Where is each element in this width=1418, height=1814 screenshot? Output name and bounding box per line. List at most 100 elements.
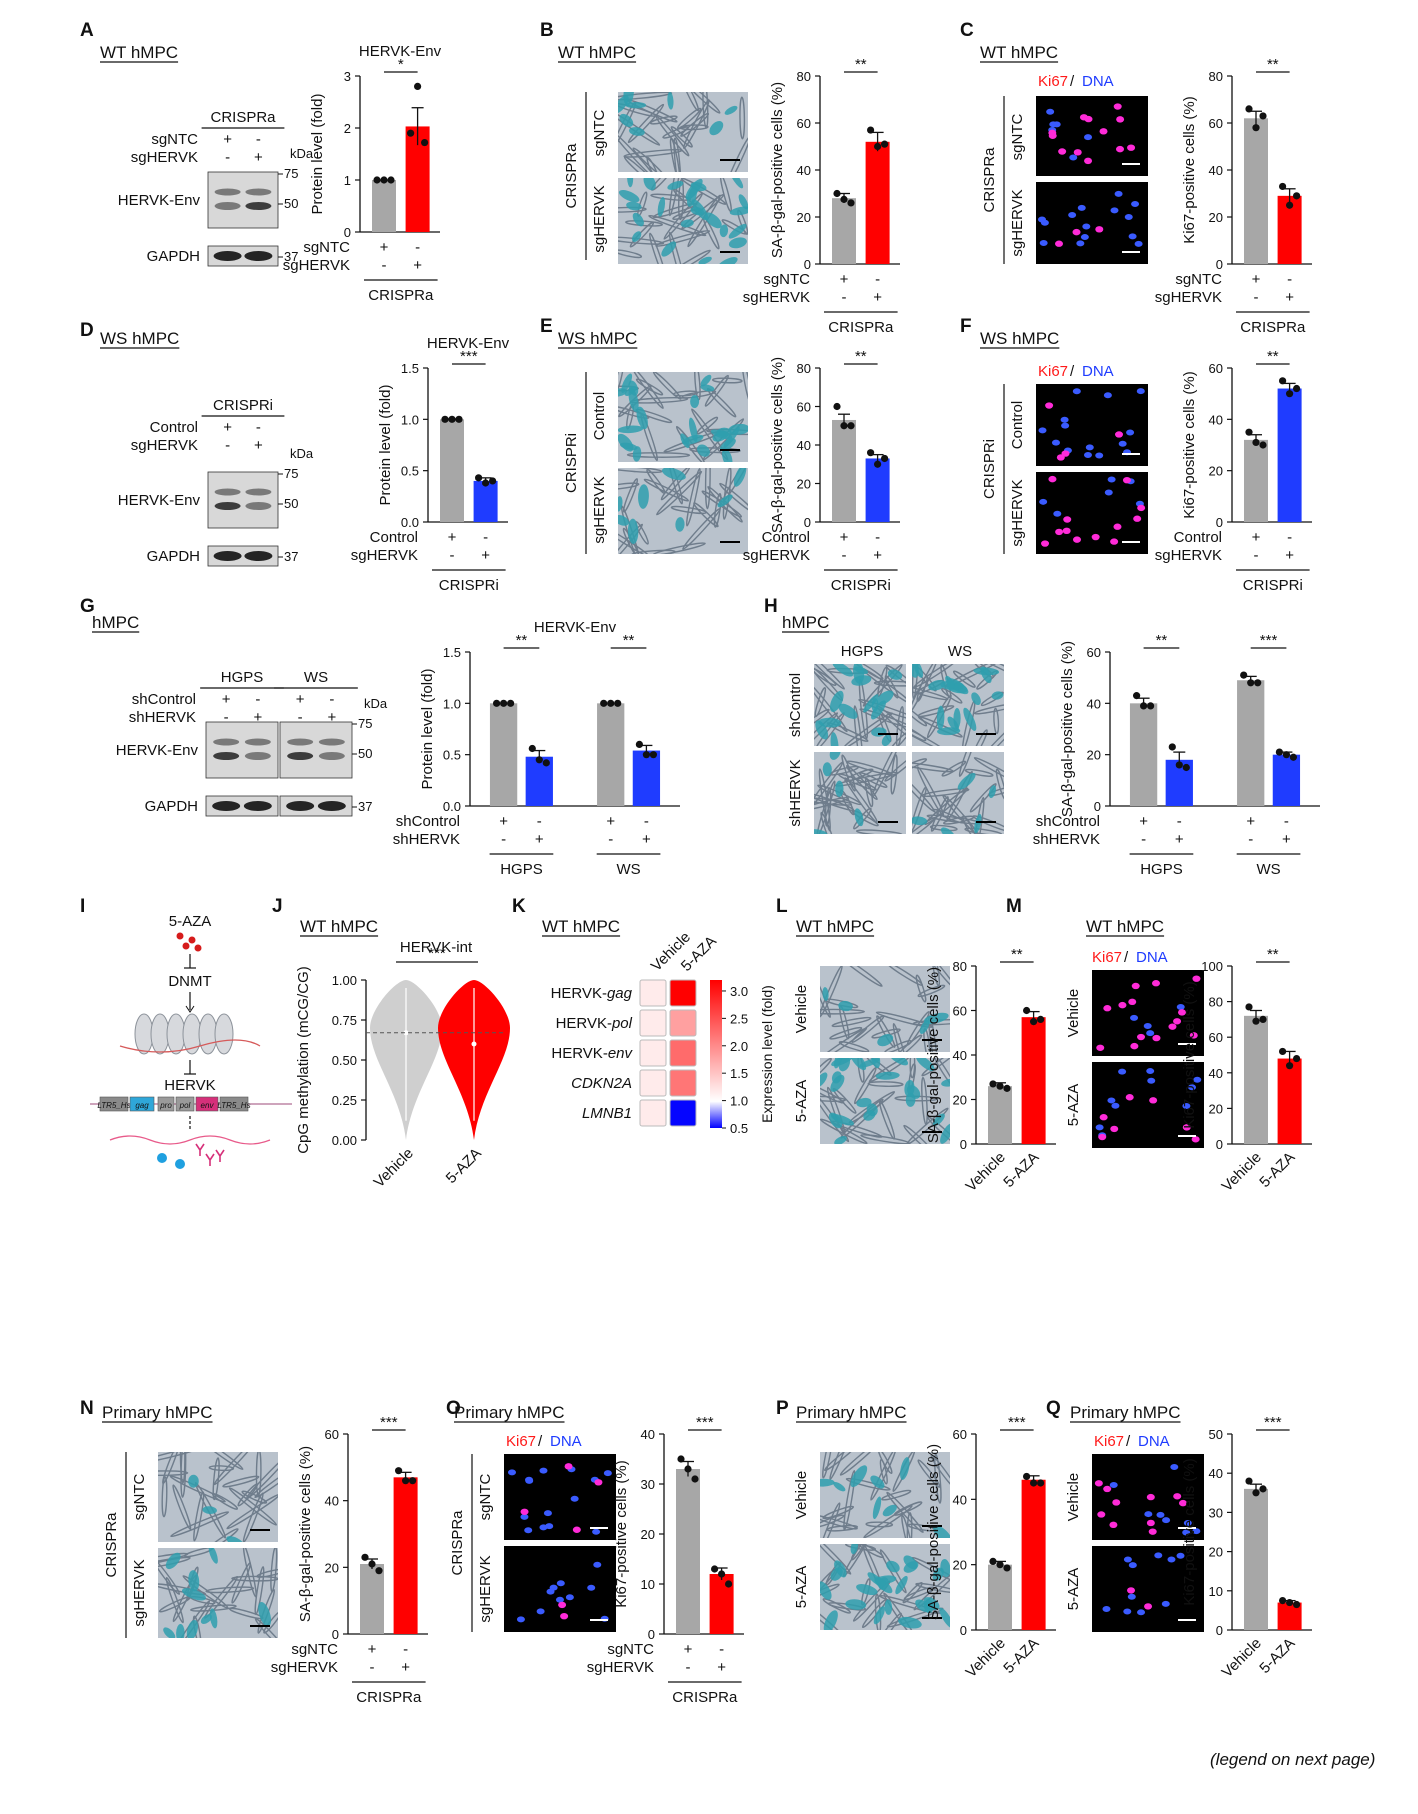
nucleus-ki67 <box>1131 982 1140 990</box>
cell <box>995 768 1004 801</box>
cell <box>917 705 955 718</box>
sa-beta-gal-image-control <box>618 372 748 462</box>
gene-segment <box>157 1096 175 1112</box>
colorbar-tick-label: 2.5 <box>730 1011 748 1026</box>
system-label: CRISPRa <box>563 143 580 209</box>
image-background <box>504 1454 616 1540</box>
xgal-stain <box>863 694 879 713</box>
blot-system-label: CRISPRi <box>213 397 273 414</box>
blot-sign: + <box>254 149 263 166</box>
condition-sign: - <box>875 529 880 546</box>
xgal-stain <box>830 1567 843 1581</box>
xgal-stain <box>838 1058 851 1072</box>
data-point <box>1023 1006 1031 1015</box>
xgal-stain <box>828 1112 843 1129</box>
condition-sign: + <box>1139 813 1148 830</box>
nucleosome <box>134 1013 154 1055</box>
nucleus-dna <box>1123 1556 1132 1563</box>
cell <box>158 1583 207 1596</box>
image-background <box>1092 1546 1204 1632</box>
sa-beta-gal-image-vehicle <box>820 1452 950 1538</box>
nucleus-dna <box>1176 1552 1185 1559</box>
cells <box>158 1548 278 1638</box>
cell <box>648 232 667 264</box>
cell <box>913 664 959 688</box>
xgal-stain <box>709 120 724 136</box>
marker-37: 37 <box>284 549 298 564</box>
chart-title: HERVK-Env <box>534 619 617 636</box>
xgal-stain <box>877 1034 894 1047</box>
nucleus-dna <box>1049 121 1058 128</box>
nucleus-ki67 <box>1061 450 1070 457</box>
y-tick-label: 0.75 <box>332 1013 357 1028</box>
ki67-image-sghervk <box>1036 182 1148 264</box>
cells <box>820 1452 950 1538</box>
image-background <box>1036 182 1148 264</box>
panel-letter-B: B <box>540 20 554 41</box>
xgal-stain <box>829 690 844 712</box>
heatmap-cell <box>639 979 667 1007</box>
band <box>214 188 241 196</box>
cell <box>884 752 906 782</box>
panel-title-G: hMPC <box>92 613 139 632</box>
xgal-stain <box>818 717 842 728</box>
nucleus-dna <box>1167 1556 1176 1563</box>
nucleus-ki67 <box>1177 1009 1186 1016</box>
xgal-stain <box>618 190 640 203</box>
nucleus-dna <box>525 1476 534 1483</box>
xgal-stain <box>905 1092 916 1107</box>
data-point <box>1293 1600 1301 1609</box>
y-tick-label: 20 <box>1209 210 1223 225</box>
data-point <box>996 1082 1004 1090</box>
nucleus-dna <box>1183 1519 1192 1526</box>
data-point <box>535 756 543 764</box>
cell <box>676 107 702 130</box>
heatmap-cell <box>669 1099 697 1127</box>
stain-legend: Ki67/DNA <box>1038 363 1114 380</box>
cell <box>814 681 848 733</box>
cell <box>679 124 709 131</box>
x-category-label: 5-AZA <box>1000 1635 1042 1677</box>
stain-separator: / <box>1124 949 1129 966</box>
cells <box>912 752 1004 834</box>
panel-title-Q: Primary hMPC <box>1070 1403 1181 1422</box>
chart-title: HERVK-Env <box>359 43 442 60</box>
cell <box>858 698 906 721</box>
blot-sign: - <box>225 149 230 166</box>
xgal-stain <box>188 1474 199 1488</box>
data-point <box>387 176 395 184</box>
x-category-label: 5-AZA <box>1256 1635 1298 1677</box>
data-point <box>1289 753 1297 761</box>
xgal-stain <box>915 1599 931 1613</box>
y-tick-label: 60 <box>953 1004 967 1019</box>
y-tick-label: 20 <box>1087 748 1101 763</box>
condition-row-label: sgHERVK <box>351 547 418 564</box>
x-category-label: Vehicle <box>963 1149 1009 1195</box>
data-point <box>725 1580 733 1588</box>
xgal-stain <box>618 496 623 512</box>
y-tick-label: 60 <box>325 1427 339 1442</box>
cell <box>158 1552 189 1564</box>
stain-separator: / <box>1070 363 1075 380</box>
blot-sign: + <box>296 691 305 708</box>
cell <box>868 1058 911 1083</box>
data-point <box>448 415 456 423</box>
ki67-image-5aza <box>1092 1546 1204 1632</box>
cell <box>855 829 903 834</box>
nucleus-ki67 <box>1109 1521 1118 1529</box>
xgal-stain <box>667 180 684 190</box>
data-point <box>881 454 889 463</box>
nucleus-dna <box>603 1470 612 1477</box>
cell <box>254 1463 278 1499</box>
xgal-stain <box>710 429 733 440</box>
significance-stars: ** <box>1267 946 1279 963</box>
cell <box>226 1493 278 1530</box>
xgal-stain <box>856 1584 878 1596</box>
cell <box>906 1512 913 1538</box>
cell <box>666 249 711 264</box>
nucleosome <box>214 1013 234 1055</box>
